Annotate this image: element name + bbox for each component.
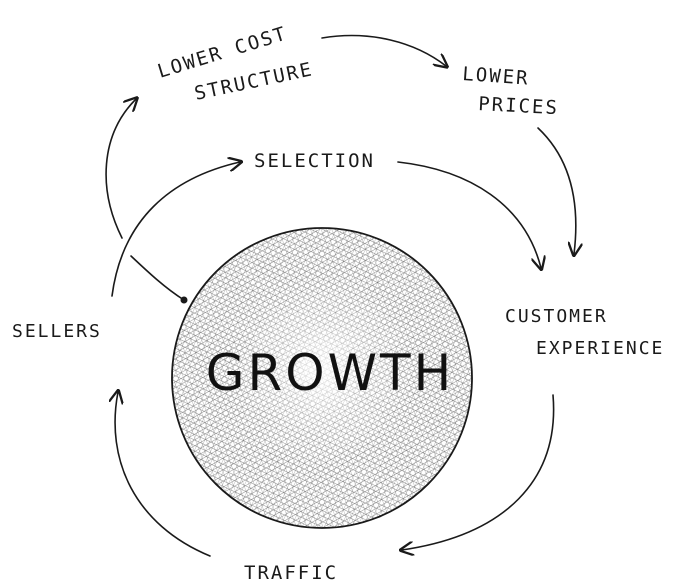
hatch-line bbox=[244, 393, 472, 528]
hatch-line bbox=[264, 428, 472, 528]
connector-dot bbox=[180, 296, 188, 304]
hatch-line bbox=[172, 274, 271, 528]
hatch-line bbox=[181, 269, 285, 528]
customer-experience-line2: EXPERIENCE bbox=[536, 338, 664, 359]
hatch-line bbox=[358, 288, 472, 528]
growth-circle bbox=[171, 227, 473, 529]
arrow-selection-to-customer-experience bbox=[397, 161, 541, 268]
hatch-line bbox=[172, 228, 380, 328]
hatch-line bbox=[369, 228, 472, 484]
hatch-line bbox=[389, 303, 472, 528]
hatch-line bbox=[172, 445, 397, 528]
hatch-line bbox=[246, 398, 472, 528]
node-lower-prices: LOWER PRICES bbox=[462, 63, 560, 119]
growth-label: GROWTH bbox=[206, 344, 454, 402]
hatch-line bbox=[172, 228, 255, 453]
hatch-line bbox=[236, 380, 472, 528]
hatch-line bbox=[364, 228, 468, 485]
hatch-line bbox=[172, 272, 275, 528]
arrow-customer-experience-to-traffic bbox=[402, 394, 555, 550]
arrow-lower-cost-to-lower-prices bbox=[321, 34, 446, 66]
hatch-line bbox=[247, 228, 472, 311]
customer-experience-line1: CUSTOMER bbox=[505, 306, 608, 327]
arrow-sellers-to-lower-cost bbox=[105, 99, 136, 239]
hatch-line bbox=[172, 228, 296, 472]
hatch-line bbox=[176, 271, 280, 528]
hatch-line bbox=[172, 228, 398, 358]
node-lower-cost-structure: LOWER COST STRUCTURE bbox=[155, 22, 315, 104]
hatch-line bbox=[172, 404, 416, 528]
hatch-line bbox=[172, 228, 286, 468]
node-sellers: SELLERS bbox=[12, 321, 102, 342]
hatch-line bbox=[241, 389, 472, 528]
lower-prices-line2: PRICES bbox=[478, 93, 560, 119]
hatch-line bbox=[261, 423, 472, 528]
hatch-line bbox=[256, 415, 472, 528]
arrow-sellers-to-selection bbox=[111, 162, 240, 297]
arrow-traffic-to-sellers bbox=[115, 392, 211, 557]
arrow-lower-prices-to-customer-experience bbox=[537, 127, 576, 254]
circle-outline bbox=[171, 227, 473, 529]
connector-to-growth bbox=[130, 255, 185, 301]
hatch-line bbox=[259, 419, 472, 528]
circle-highlight bbox=[227, 275, 417, 465]
node-selection: SELECTION bbox=[254, 150, 375, 172]
hatch-line bbox=[239, 385, 472, 528]
hatch-line bbox=[172, 228, 400, 363]
hatch-line bbox=[344, 282, 472, 528]
hatch-line bbox=[348, 284, 472, 528]
lower-prices-line1: LOWER bbox=[462, 63, 531, 90]
node-traffic: TRAFFIC bbox=[244, 562, 338, 584]
hatch-line bbox=[172, 400, 418, 528]
hatch-line bbox=[172, 228, 291, 470]
hatch-line bbox=[373, 228, 472, 482]
node-customer-experience: CUSTOMER EXPERIENCE bbox=[505, 306, 664, 359]
hatch-line bbox=[172, 228, 383, 333]
hatch-line bbox=[172, 228, 388, 341]
hatch-line bbox=[353, 286, 472, 528]
hatch-line bbox=[172, 228, 385, 337]
